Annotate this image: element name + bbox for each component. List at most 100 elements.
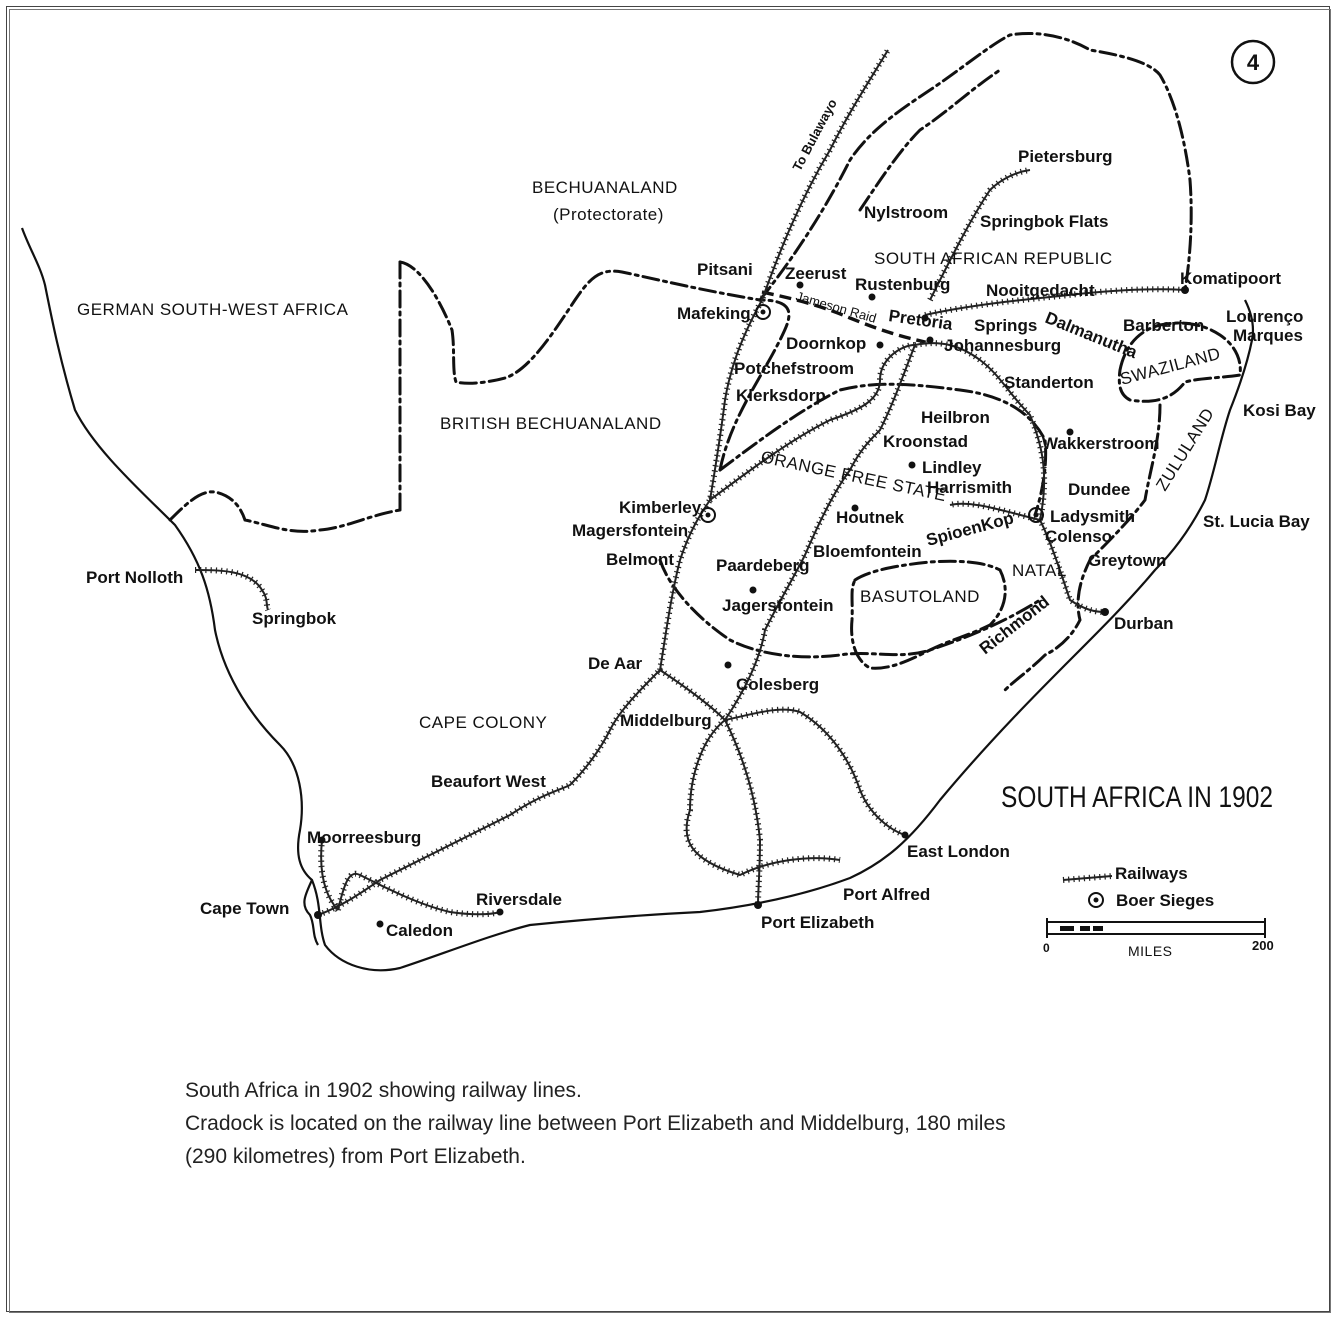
siege-marker-icon [1028, 507, 1044, 523]
legend-railways-label: Railways [1115, 864, 1188, 883]
town-dot-icon [749, 586, 757, 594]
south-africa-map: 4 GERMAN SOUTH-WEST AFRICA BECHUANALAND … [20, 31, 1316, 972]
town-dot-icon [901, 831, 909, 839]
cape-peninsula [303, 879, 319, 946]
scale-min-label: 0 [1043, 941, 1050, 955]
caption-line-3: (290 kilometres) from Port Elizabeth. [185, 1145, 526, 1168]
town-dot-icon [926, 336, 934, 344]
scale-max-label: 200 [1252, 938, 1274, 953]
label-bloemfontein: Bloemfontein [813, 542, 922, 561]
label-kroonstad: Kroonstad [883, 432, 968, 451]
label-komatipoort: Komatipoort [1180, 269, 1281, 288]
label-potchefstroom: Potchefstroom [734, 359, 854, 378]
label-paardeberg: Paardeberg [716, 556, 810, 575]
label-ladysmith: Ladysmith [1050, 507, 1135, 526]
town-dot-icon [724, 661, 732, 669]
label-lindley: Lindley [922, 458, 982, 477]
region-zululand: ZULULAND [1152, 405, 1218, 495]
label-colenso: Colenso [1045, 527, 1112, 546]
map-legend: Railways Boer Sieges 0 MILES 200 [1043, 864, 1274, 959]
label-wakkerstroom: Wakkerstroom [1042, 434, 1159, 453]
label-rustenburg: Rustenburg [855, 275, 950, 294]
label-magersfontein: Magersfontein [572, 521, 688, 540]
label-harrismith: Harrismith [927, 478, 1012, 497]
scale-bar [1046, 918, 1266, 938]
siege-marker-icon [700, 507, 716, 523]
label-pietersburg: Pietersburg [1018, 147, 1112, 166]
label-de-aar: De Aar [588, 654, 643, 673]
label-zeerust: Zeerust [785, 264, 847, 283]
label-middelburg: Middelburg [620, 711, 712, 730]
label-riversdale: Riversdale [476, 890, 562, 909]
label-lourenco: Lourenço [1226, 307, 1303, 326]
label-spioenkop: SpioenKop [924, 508, 1016, 550]
caption-line-1: South Africa in 1902 showing railway lin… [185, 1079, 582, 1102]
town-dot-icon [921, 314, 929, 322]
label-kosi-bay: Kosi Bay [1243, 401, 1316, 420]
label-nooitgedacht: Nooitgedacht [986, 281, 1095, 300]
town-dot-icon [908, 461, 916, 469]
label-springbok: Springbok [252, 609, 337, 628]
label-jagersfontein: Jagersfontein [722, 596, 833, 615]
label-heilbron: Heilbron [921, 408, 990, 427]
label-east-london: East London [907, 842, 1010, 861]
label-springbok-flats: Springbok Flats [980, 212, 1108, 231]
region-german-sw-africa: GERMAN SOUTH-WEST AFRICA [77, 300, 349, 319]
legend-boer-sieges-label: Boer Sieges [1116, 891, 1214, 910]
scale-unit-label: MILES [1128, 943, 1173, 959]
region-south-african-republic: SOUTH AFRICAN REPUBLIC [874, 249, 1113, 268]
label-marques: Marques [1233, 326, 1303, 345]
label-port-nolloth: Port Nolloth [86, 568, 183, 587]
label-st-lucia-bay: St. Lucia Bay [1203, 512, 1310, 531]
label-colesberg: Colesberg [736, 675, 819, 694]
label-barberton: Barberton [1123, 316, 1204, 335]
label-pitsani: Pitsani [697, 260, 753, 279]
label-beaufort-west: Beaufort West [431, 772, 546, 791]
town-dot-icon [868, 293, 876, 301]
label-mafeking: Mafeking [677, 304, 751, 323]
region-bechuanaland: BECHUANALAND [532, 178, 678, 197]
siege-marker-icon [1088, 892, 1104, 908]
region-cape-colony: CAPE COLONY [419, 713, 547, 732]
label-port-elizabeth: Port Elizabeth [761, 913, 874, 932]
page-frame-inner [9, 9, 1331, 1313]
label-houtnek: Houtnek [836, 508, 905, 527]
label-port-alfred: Port Alfred [843, 885, 930, 904]
region-orange-free-state: ORANGE FREE STATE [759, 447, 948, 505]
town-dots [314, 281, 1189, 928]
page-number: 4 [1247, 50, 1260, 75]
page-number-badge: 4 [1230, 39, 1276, 85]
map-title: SOUTH AFRICA IN 1902 [1001, 781, 1273, 814]
label-johannesburg: Johannesburg [944, 336, 1061, 355]
label-durban: Durban [1114, 614, 1174, 633]
siege-markers [700, 304, 1044, 523]
railway-line-icon [1062, 873, 1113, 883]
town-dot-icon [796, 281, 804, 289]
label-caledon: Caledon [386, 921, 453, 940]
borders [168, 31, 1242, 692]
page-frame [6, 6, 1330, 1312]
label-doornkop: Doornkop [786, 334, 866, 353]
town-dot-icon [754, 901, 762, 909]
region-natal: NATAL [1012, 561, 1067, 580]
label-belmont: Belmont [606, 550, 674, 569]
label-greytown: Greytown [1088, 551, 1166, 570]
label-cape-town: Cape Town [200, 899, 289, 918]
label-kimberley: Kimberley [619, 498, 702, 517]
region-british-bechuanaland: BRITISH BECHUANALAND [440, 414, 662, 433]
label-jameson-raid: Jameson Raid [794, 288, 878, 325]
map-caption: South Africa in 1902 showing railway lin… [185, 1074, 1185, 1173]
town-dot-icon [318, 836, 326, 844]
region-bechuanaland-sub: (Protectorate) [553, 205, 664, 224]
label-klerksdorp: Klerksdorp [736, 386, 826, 405]
label-nylstroom: Nylstroom [864, 203, 948, 222]
label-moorreesburg: Moorreesburg [307, 828, 421, 847]
caption-line-2: Cradock is located on the railway line b… [185, 1112, 1006, 1135]
town-dot-icon [851, 504, 859, 512]
town-dot-icon [876, 341, 884, 349]
town-dot-icon [1101, 608, 1109, 616]
region-basutoland: BASUTOLAND [860, 587, 980, 606]
town-dot-icon [314, 911, 322, 919]
label-to-bulawayo: To Bulawayo [789, 96, 839, 173]
town-dot-icon [1066, 428, 1074, 436]
